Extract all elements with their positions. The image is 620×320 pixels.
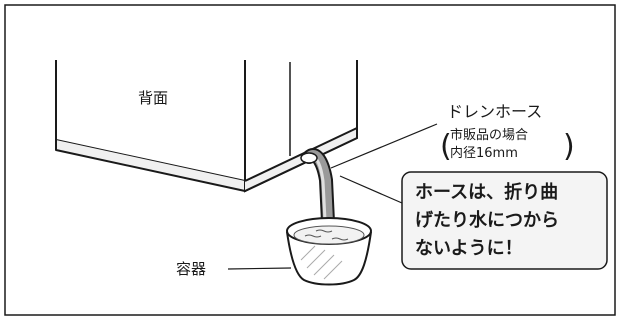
hose-note-line-1: 市販品の場合 [450, 127, 528, 143]
hose-leader-line [330, 123, 438, 169]
hose-note-close-paren: ) [563, 129, 575, 164]
drain-hose-end [300, 152, 318, 164]
callout-line-1: ホースは、折り曲 [415, 181, 558, 203]
callout-line-2: げたり水につから [415, 209, 559, 231]
container-leader-line [227, 267, 292, 270]
back-label: 背面 [138, 89, 168, 107]
callout-pointer [339, 175, 403, 204]
container-body [286, 231, 372, 286]
hose-note-open-paren: ( [440, 129, 452, 164]
hose-note-line-2: 内径16mm [450, 145, 518, 161]
container-label: 容器 [176, 260, 206, 278]
callout-bubble [401, 171, 608, 270]
container-hatch [300, 245, 343, 280]
hose-label: ドレンホース [447, 102, 542, 121]
container-water [293, 225, 365, 245]
callout-line-3: ないように！ [415, 238, 523, 259]
water-ripples [304, 229, 349, 241]
